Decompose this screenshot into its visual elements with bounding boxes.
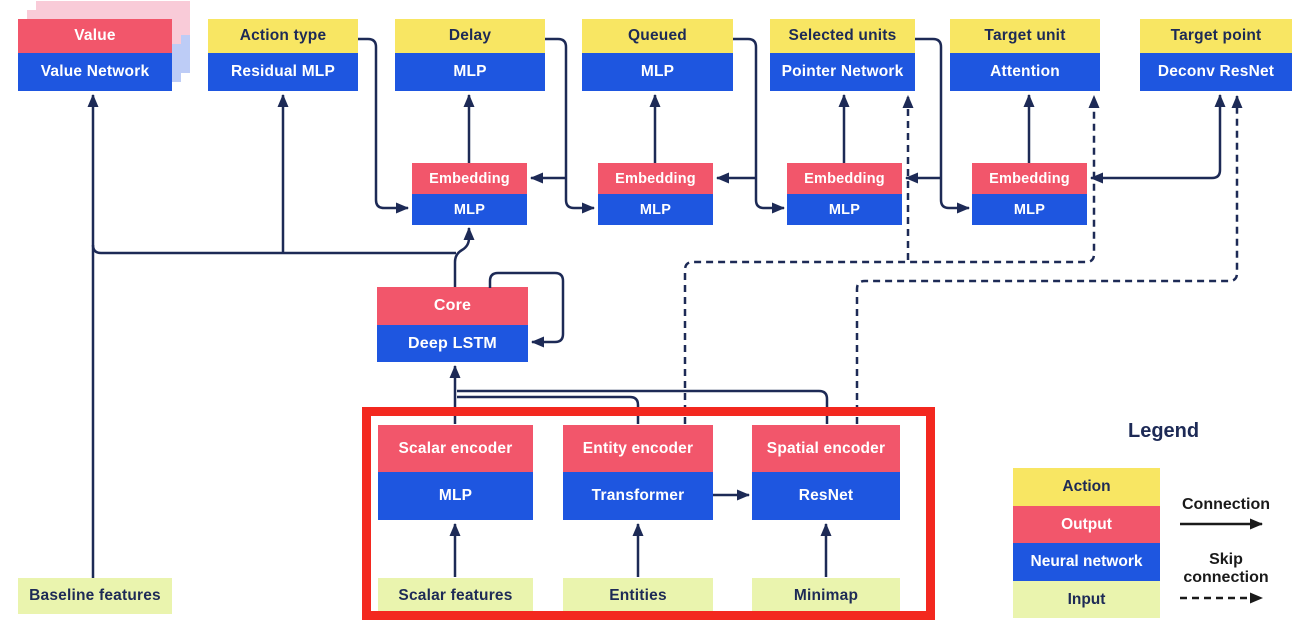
connector-target-unit-to-embedding-4 bbox=[1090, 150, 1222, 184]
node-embedding-4-output-band: Embedding bbox=[972, 163, 1087, 194]
connector-core-bus-left bbox=[91, 244, 456, 255]
node-scalar-encoder: Scalar encoder MLP bbox=[378, 425, 533, 520]
node-action-type-network-band: Residual MLP bbox=[208, 53, 358, 91]
node-target-unit-action-band: Target unit bbox=[950, 19, 1100, 53]
node-value-network-band: Value Network bbox=[18, 53, 172, 91]
node-embedding-2-output-band: Embedding bbox=[598, 163, 713, 194]
legend-skip-label: Skip connection bbox=[1166, 551, 1286, 587]
node-scalar-encoder-output-band: Scalar encoder bbox=[378, 425, 533, 472]
node-embedding-2: Embedding MLP bbox=[598, 163, 713, 225]
node-action-type-action-band: Action type bbox=[208, 19, 358, 53]
node-spatial-encoder: Spatial encoder ResNet bbox=[752, 425, 900, 520]
node-queued-action-band: Queued bbox=[582, 19, 733, 53]
node-embedding-3: Embedding MLP bbox=[787, 163, 902, 225]
node-embedding-4: Embedding MLP bbox=[972, 163, 1087, 225]
node-embedding-2-network-band: MLP bbox=[598, 194, 713, 225]
node-action-type: Action type Residual MLP bbox=[208, 19, 358, 91]
node-delay: Delay MLP bbox=[395, 19, 545, 91]
input-scalar-features: Scalar features bbox=[378, 578, 533, 614]
node-spatial-encoder-output-band: Spatial encoder bbox=[752, 425, 900, 472]
node-embedding-1-network-band: MLP bbox=[412, 194, 527, 225]
legend-skip-label-line1: Skip bbox=[1209, 551, 1243, 568]
legend-color-key: Action Output Neural network Input bbox=[1013, 468, 1160, 618]
node-delay-network-band: MLP bbox=[395, 53, 545, 91]
node-target-point: Target point Deconv ResNet bbox=[1140, 19, 1292, 91]
legend-skip-label-line2: connection bbox=[1183, 569, 1269, 586]
node-embedding-3-output-band: Embedding bbox=[787, 163, 902, 194]
node-queued: Queued MLP bbox=[582, 19, 733, 91]
skip-spatial-encoder-to-deconv-resnet bbox=[855, 95, 1243, 424]
legend-item-neural-network: Neural network bbox=[1013, 543, 1160, 581]
skip-entity-encoder-to-attention bbox=[683, 95, 1100, 424]
legend-item-input: Input bbox=[1013, 581, 1160, 618]
legend-item-action: Action bbox=[1013, 468, 1160, 506]
node-entity-encoder: Entity encoder Transformer bbox=[563, 425, 713, 520]
connector-spatial-encoder-bus bbox=[457, 389, 829, 424]
node-target-point-network-band: Deconv ResNet bbox=[1140, 53, 1292, 91]
legend-item-output: Output bbox=[1013, 506, 1160, 543]
node-scalar-encoder-network-band: MLP bbox=[378, 472, 533, 520]
node-core: Core Deep LSTM bbox=[377, 287, 528, 362]
node-entity-encoder-network-band: Transformer bbox=[563, 472, 713, 520]
node-target-unit: Target unit Attention bbox=[950, 19, 1100, 91]
node-embedding-1: Embedding MLP bbox=[412, 163, 527, 225]
connector-core-to-embedding-1 bbox=[453, 227, 475, 287]
node-selected-units-network-band: Pointer Network bbox=[770, 53, 915, 91]
node-embedding-3-network-band: MLP bbox=[787, 194, 902, 225]
node-selected-units: Selected units Pointer Network bbox=[770, 19, 915, 91]
node-entity-encoder-output-band: Entity encoder bbox=[563, 425, 713, 472]
node-spatial-encoder-network-band: ResNet bbox=[752, 472, 900, 520]
node-delay-action-band: Delay bbox=[395, 19, 545, 53]
node-selected-units-action-band: Selected units bbox=[770, 19, 915, 53]
node-core-network-band: Deep LSTM bbox=[377, 325, 528, 362]
node-embedding-4-network-band: MLP bbox=[972, 194, 1087, 225]
node-core-output-band: Core bbox=[377, 287, 528, 325]
node-value-output-band: Value bbox=[18, 19, 172, 53]
node-target-unit-network-band: Attention bbox=[950, 53, 1100, 91]
node-embedding-1-output-band: Embedding bbox=[412, 163, 527, 194]
connector-entity-encoder-bus bbox=[457, 395, 640, 424]
node-target-point-action-band: Target point bbox=[1140, 19, 1292, 53]
input-baseline-features: Baseline features bbox=[18, 578, 172, 614]
legend-title: Legend bbox=[1128, 420, 1200, 442]
input-entities: Entities bbox=[563, 578, 713, 614]
legend-connection-label: Connection bbox=[1182, 496, 1270, 513]
input-minimap: Minimap bbox=[752, 578, 900, 614]
node-value: Value Value Network bbox=[18, 19, 172, 91]
node-queued-network-band: MLP bbox=[582, 53, 733, 91]
